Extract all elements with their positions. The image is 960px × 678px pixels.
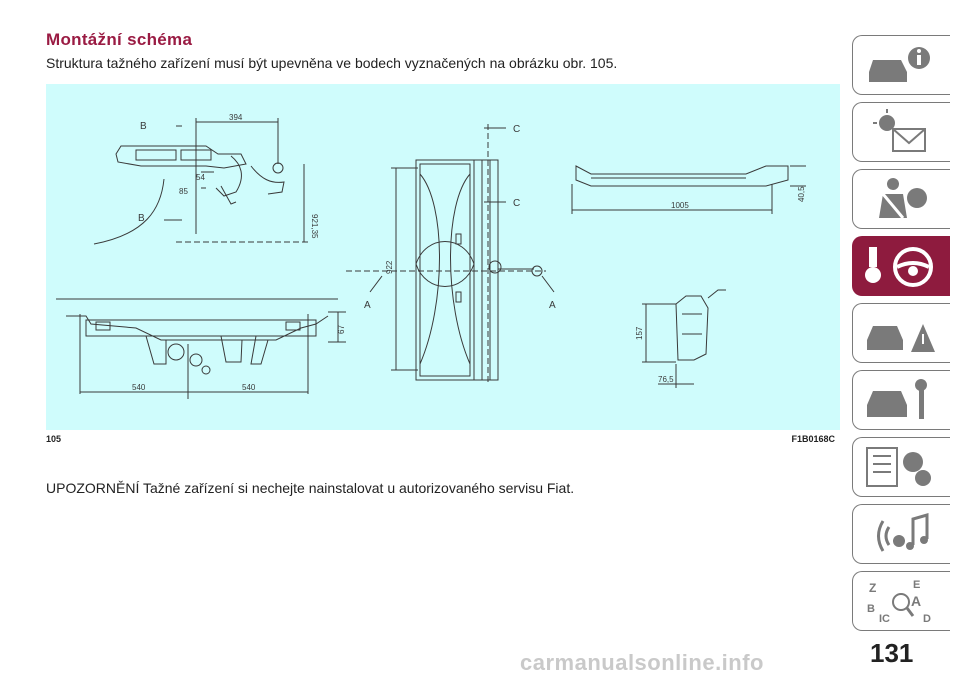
tab-lights-warning[interactable] [852,102,950,162]
car-service-tools-icon [867,379,927,419]
label-c-top: C [513,124,520,135]
dim-40-5: 40,5 [797,186,806,202]
tab-multimedia[interactable] [852,504,950,564]
intro-text: Struktura tažného zařízení musí být upev… [46,55,618,71]
tab-emergency[interactable] [852,303,950,363]
bracket-detail [642,289,726,388]
lights-warning-icon [873,109,926,152]
car-info-icon [869,47,930,82]
dim-1005: 1005 [671,201,689,210]
svg-text:A: A [911,593,921,609]
dim-540-right: 540 [242,383,256,392]
seatbelt-airbag-icon [879,178,927,219]
dim-922: 922 [385,260,394,274]
car-accident-warning-icon [867,324,935,352]
tab-safety[interactable] [852,169,950,229]
figure-code: F1B0168C [791,434,835,444]
key-steering-wheel-icon [865,247,933,287]
svg-text:D: D [923,613,931,624]
tab-maintenance[interactable] [852,370,950,430]
watermark: carmanualsonline.info [520,650,764,675]
page-number: 131 [870,638,914,668]
rear-view [56,298,346,399]
tab-technical-data[interactable] [852,437,950,497]
dim-157: 157 [635,326,644,340]
svg-text:E: E [913,579,920,591]
label-b-top: B [140,121,147,132]
dim-921: 921,35 [310,214,319,239]
label-b-bottom: B [138,213,145,224]
dim-85: 85 [179,187,188,196]
plan-view [346,124,555,384]
section-title: Montážní schéma [46,30,193,49]
multimedia-icon [877,513,929,552]
svg-text:B: B [867,603,875,615]
figure-number: 105 [46,434,62,444]
svg-text:Z: Z [869,581,876,595]
tab-car-info[interactable] [852,35,950,95]
svg-text:IC: IC [879,613,890,624]
label-a-left: A [364,300,371,311]
alphabetical-index-icon: Z E B A IC D [867,579,931,624]
dim-54: 54 [196,173,205,182]
label-a-right: A [549,300,556,311]
label-c-mid: C [513,198,520,209]
tab-index[interactable]: Z E B A IC D [852,571,950,631]
diagram-drawing: B B 394 54 85 921,35 [56,113,806,399]
dim-76-5: 76,5 [658,375,674,384]
warning-text: UPOZORNĚNÍ Tažné zařízení si nechejte na… [46,480,575,496]
tow-hitch-diagram: B B 394 54 85 921,35 [46,84,840,430]
side-view [93,118,308,245]
crossmember-view [571,165,806,214]
dim-67: 67 [337,325,346,334]
technical-data-gears-icon [866,447,931,487]
tab-starting-driving[interactable] [852,236,950,296]
dim-394: 394 [229,113,243,122]
dim-540-left: 540 [132,383,146,392]
